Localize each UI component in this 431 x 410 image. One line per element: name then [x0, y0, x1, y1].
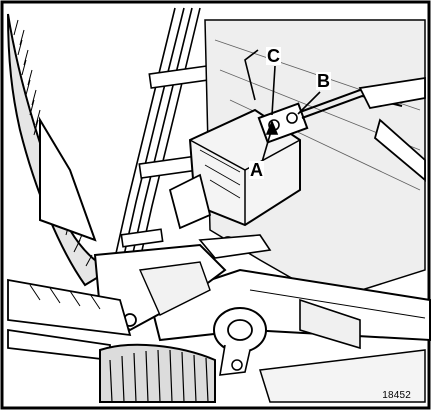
- figure-number: 18452: [382, 390, 411, 401]
- lower-panel: [259, 349, 426, 403]
- bushing: [213, 307, 267, 376]
- line-clips: [120, 65, 210, 248]
- sill-member: [7, 278, 132, 362]
- mounting-bracket: [93, 234, 272, 332]
- callout-leader-lines: [261, 65, 321, 163]
- callout-label-c: C: [266, 46, 281, 66]
- callout-label-a: A: [249, 160, 264, 180]
- callout-label-b: B: [316, 71, 331, 91]
- corrugated-hose: [7, 13, 113, 287]
- tyre-tread: [99, 343, 216, 403]
- triangular-bracket: [39, 116, 97, 242]
- right-rail: [358, 76, 426, 182]
